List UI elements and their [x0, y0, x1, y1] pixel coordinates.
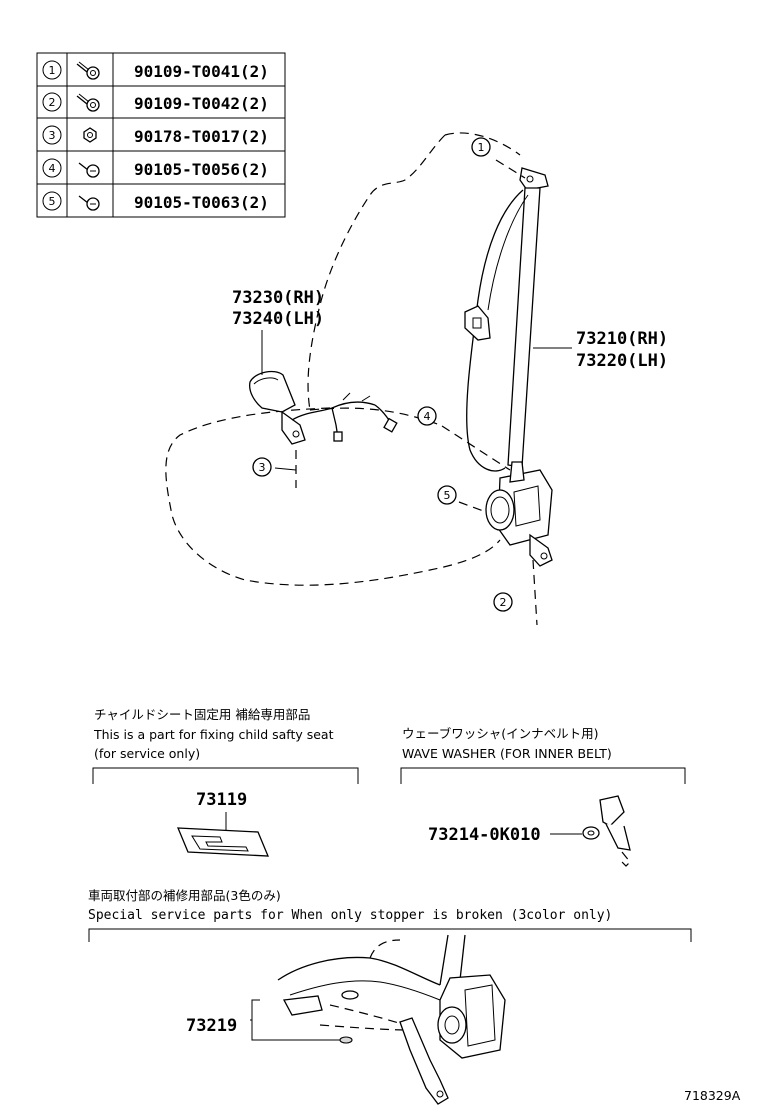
stopper-section: 車両取付部の補修用部品(3色のみ) Special service parts … [88, 888, 692, 1105]
callout-5: 5 [437, 485, 457, 505]
callout-3: 3 [252, 457, 272, 477]
fastener-part-number: 90178-T0017(2) [134, 127, 269, 146]
child-seat-section: チャイルドシート固定用 補給専用部品 This is a part for fi… [92, 707, 359, 857]
wave-washer-section: ウェーブワッシャ(インナベルト用) WAVE WASHER (FOR INNER… [400, 726, 686, 867]
belt-webbing [507, 187, 541, 468]
callout-4: 4 [417, 406, 437, 426]
screw-icon [78, 195, 100, 211]
washer-note-jp: ウェーブワッシャ(インナベルト用) [402, 726, 599, 741]
child-seat-note-jp: チャイルドシート固定用 補給専用部品 [94, 707, 310, 722]
fastener-row: 3 90178-T0017(2) [42, 125, 269, 146]
washer-part-number: 73214-0K010 [428, 825, 541, 845]
fastener-row: 2 90109-T0042(2) [42, 92, 269, 113]
buckle-part-rh: 73230(RH) [232, 288, 324, 308]
fastener-ref: 3 [49, 129, 56, 142]
belt-tongue [464, 305, 491, 341]
fastener-ref: 1 [49, 64, 56, 77]
diagram-id: 718329A [684, 1088, 741, 1103]
fastener-row: 5 90105-T0063(2) [42, 191, 269, 212]
fastener-row: 1 90109-T0041(2) [42, 60, 269, 81]
retractor [485, 461, 553, 567]
svg-text:5: 5 [444, 489, 451, 502]
callout-2: 2 [493, 592, 513, 612]
upper-anchor-plate [519, 167, 549, 191]
callout-1: 1 [471, 137, 491, 157]
screw-icon [78, 162, 100, 178]
stopper-part-number: 73219 [186, 1016, 237, 1036]
svg-text:3: 3 [259, 461, 266, 474]
stopper-note-en: Special service parts for When only stop… [88, 908, 612, 923]
child-seat-note-service: (for service only) [94, 746, 200, 761]
washer-note-en: WAVE WASHER (FOR INNER BELT) [402, 746, 612, 761]
nut-icon [83, 127, 97, 143]
wave-washer [582, 826, 600, 840]
seat-outline [165, 132, 521, 586]
svg-text:2: 2 [500, 596, 507, 609]
fastener-ref: 4 [49, 162, 56, 175]
fastener-row: 4 90105-T0056(2) [42, 158, 269, 179]
bolt-icon [76, 93, 100, 112]
fastener-part-number: 90109-T0041(2) [134, 62, 269, 81]
bolt-icon [76, 61, 100, 80]
stopper-note-jp: 車両取付部の補修用部品(3色のみ) [88, 888, 281, 903]
fastener-table-border [36, 52, 286, 218]
belt-part-rh: 73210(RH) [576, 329, 668, 349]
buckle-head [249, 370, 296, 413]
stopper-drawing [277, 934, 506, 1105]
child-seat-part-number: 73119 [196, 790, 247, 810]
fastener-part-number: 90105-T0056(2) [134, 160, 269, 179]
belt-part-lh: 73220(LH) [576, 351, 668, 371]
fastener-ref: 2 [49, 96, 56, 109]
fastener-part-number: 90109-T0042(2) [134, 94, 269, 113]
child-seat-bracket [177, 827, 269, 857]
fastener-ref: 5 [49, 195, 56, 208]
inner-buckle-small [599, 795, 631, 867]
fastener-table: 1 90109-T0041(2) 2 90109-T0042(2) 3 [36, 52, 286, 218]
child-seat-note-en: This is a part for fixing child safty se… [93, 727, 334, 742]
fastener-part-number: 90105-T0063(2) [134, 193, 269, 212]
buckle-assembly [249, 330, 398, 445]
outer-belt-assembly [464, 167, 572, 567]
buckle-part-lh: 73240(LH) [232, 309, 324, 329]
svg-text:1: 1 [478, 141, 485, 154]
svg-text:4: 4 [424, 410, 431, 423]
